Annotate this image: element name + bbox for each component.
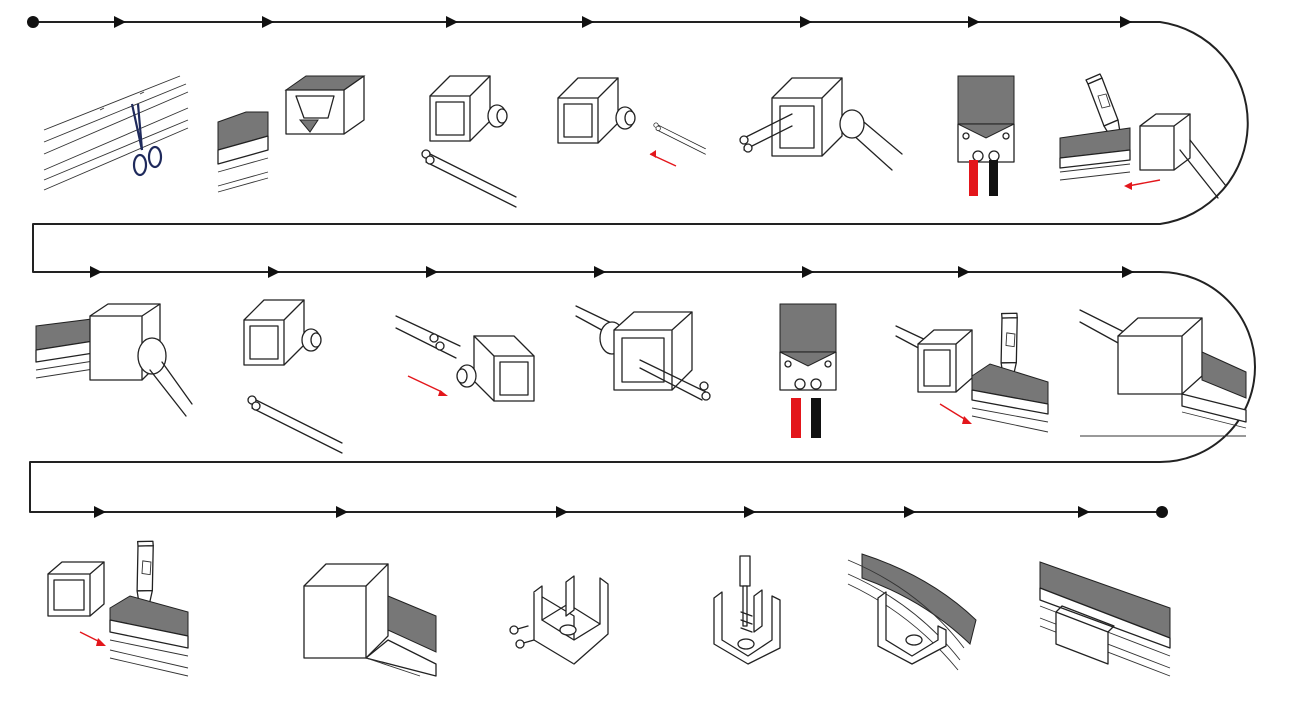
step-2 <box>217 75 366 193</box>
sealed-strip-end-icon <box>35 303 193 417</box>
step-12 <box>779 303 837 438</box>
flow-path <box>27 16 1256 518</box>
straight-strip-in-clip-icon <box>1039 561 1171 677</box>
step-4 <box>557 77 706 167</box>
step-13 <box>895 307 1049 433</box>
capped-strip-end-icon <box>303 563 437 677</box>
strip-end-cap-icon <box>217 75 366 193</box>
end-cap-with-wires-icon <box>243 299 343 454</box>
step-5 <box>739 77 903 171</box>
flow-end-dot <box>1156 506 1168 518</box>
step-14 <box>1079 309 1247 437</box>
scissors-cut-strip-icon <box>43 75 189 191</box>
step-18 <box>713 555 781 665</box>
mounting-clip-screws-icon <box>509 575 609 665</box>
screwdriver-clip-icon <box>713 555 781 665</box>
step-8 <box>35 303 193 417</box>
solder-red-black-wires-icon <box>779 303 837 438</box>
curved-strip-in-clip-icon <box>847 553 977 671</box>
flow-arrowheads <box>90 16 1134 518</box>
step-19 <box>847 553 977 671</box>
step-7 <box>1059 73 1227 199</box>
solder-red-black-wires-icon <box>957 75 1015 196</box>
glue-and-push-cap-icon <box>895 307 1049 433</box>
step-16 <box>303 563 437 677</box>
step-3 <box>421 75 517 208</box>
step-6 <box>957 75 1015 196</box>
step-10 <box>395 315 535 402</box>
step-1 <box>43 75 189 191</box>
insert-wires-icon <box>557 77 706 167</box>
glue-and-push-cap-icon <box>1059 73 1227 199</box>
flow-start-dot <box>27 16 39 28</box>
step-9 <box>243 299 343 454</box>
step-11 <box>575 305 711 401</box>
step-20 <box>1039 561 1171 677</box>
insert-wires-icon <box>395 315 535 402</box>
wires-through-cap-icon <box>739 77 903 171</box>
end-cap-with-wires-icon <box>421 75 517 208</box>
sealed-strip-end-icon <box>1079 309 1247 437</box>
step-15 <box>47 535 189 677</box>
wires-through-cap-icon <box>575 305 711 401</box>
step-17 <box>509 575 609 665</box>
glue-blank-cap-icon <box>47 535 189 677</box>
